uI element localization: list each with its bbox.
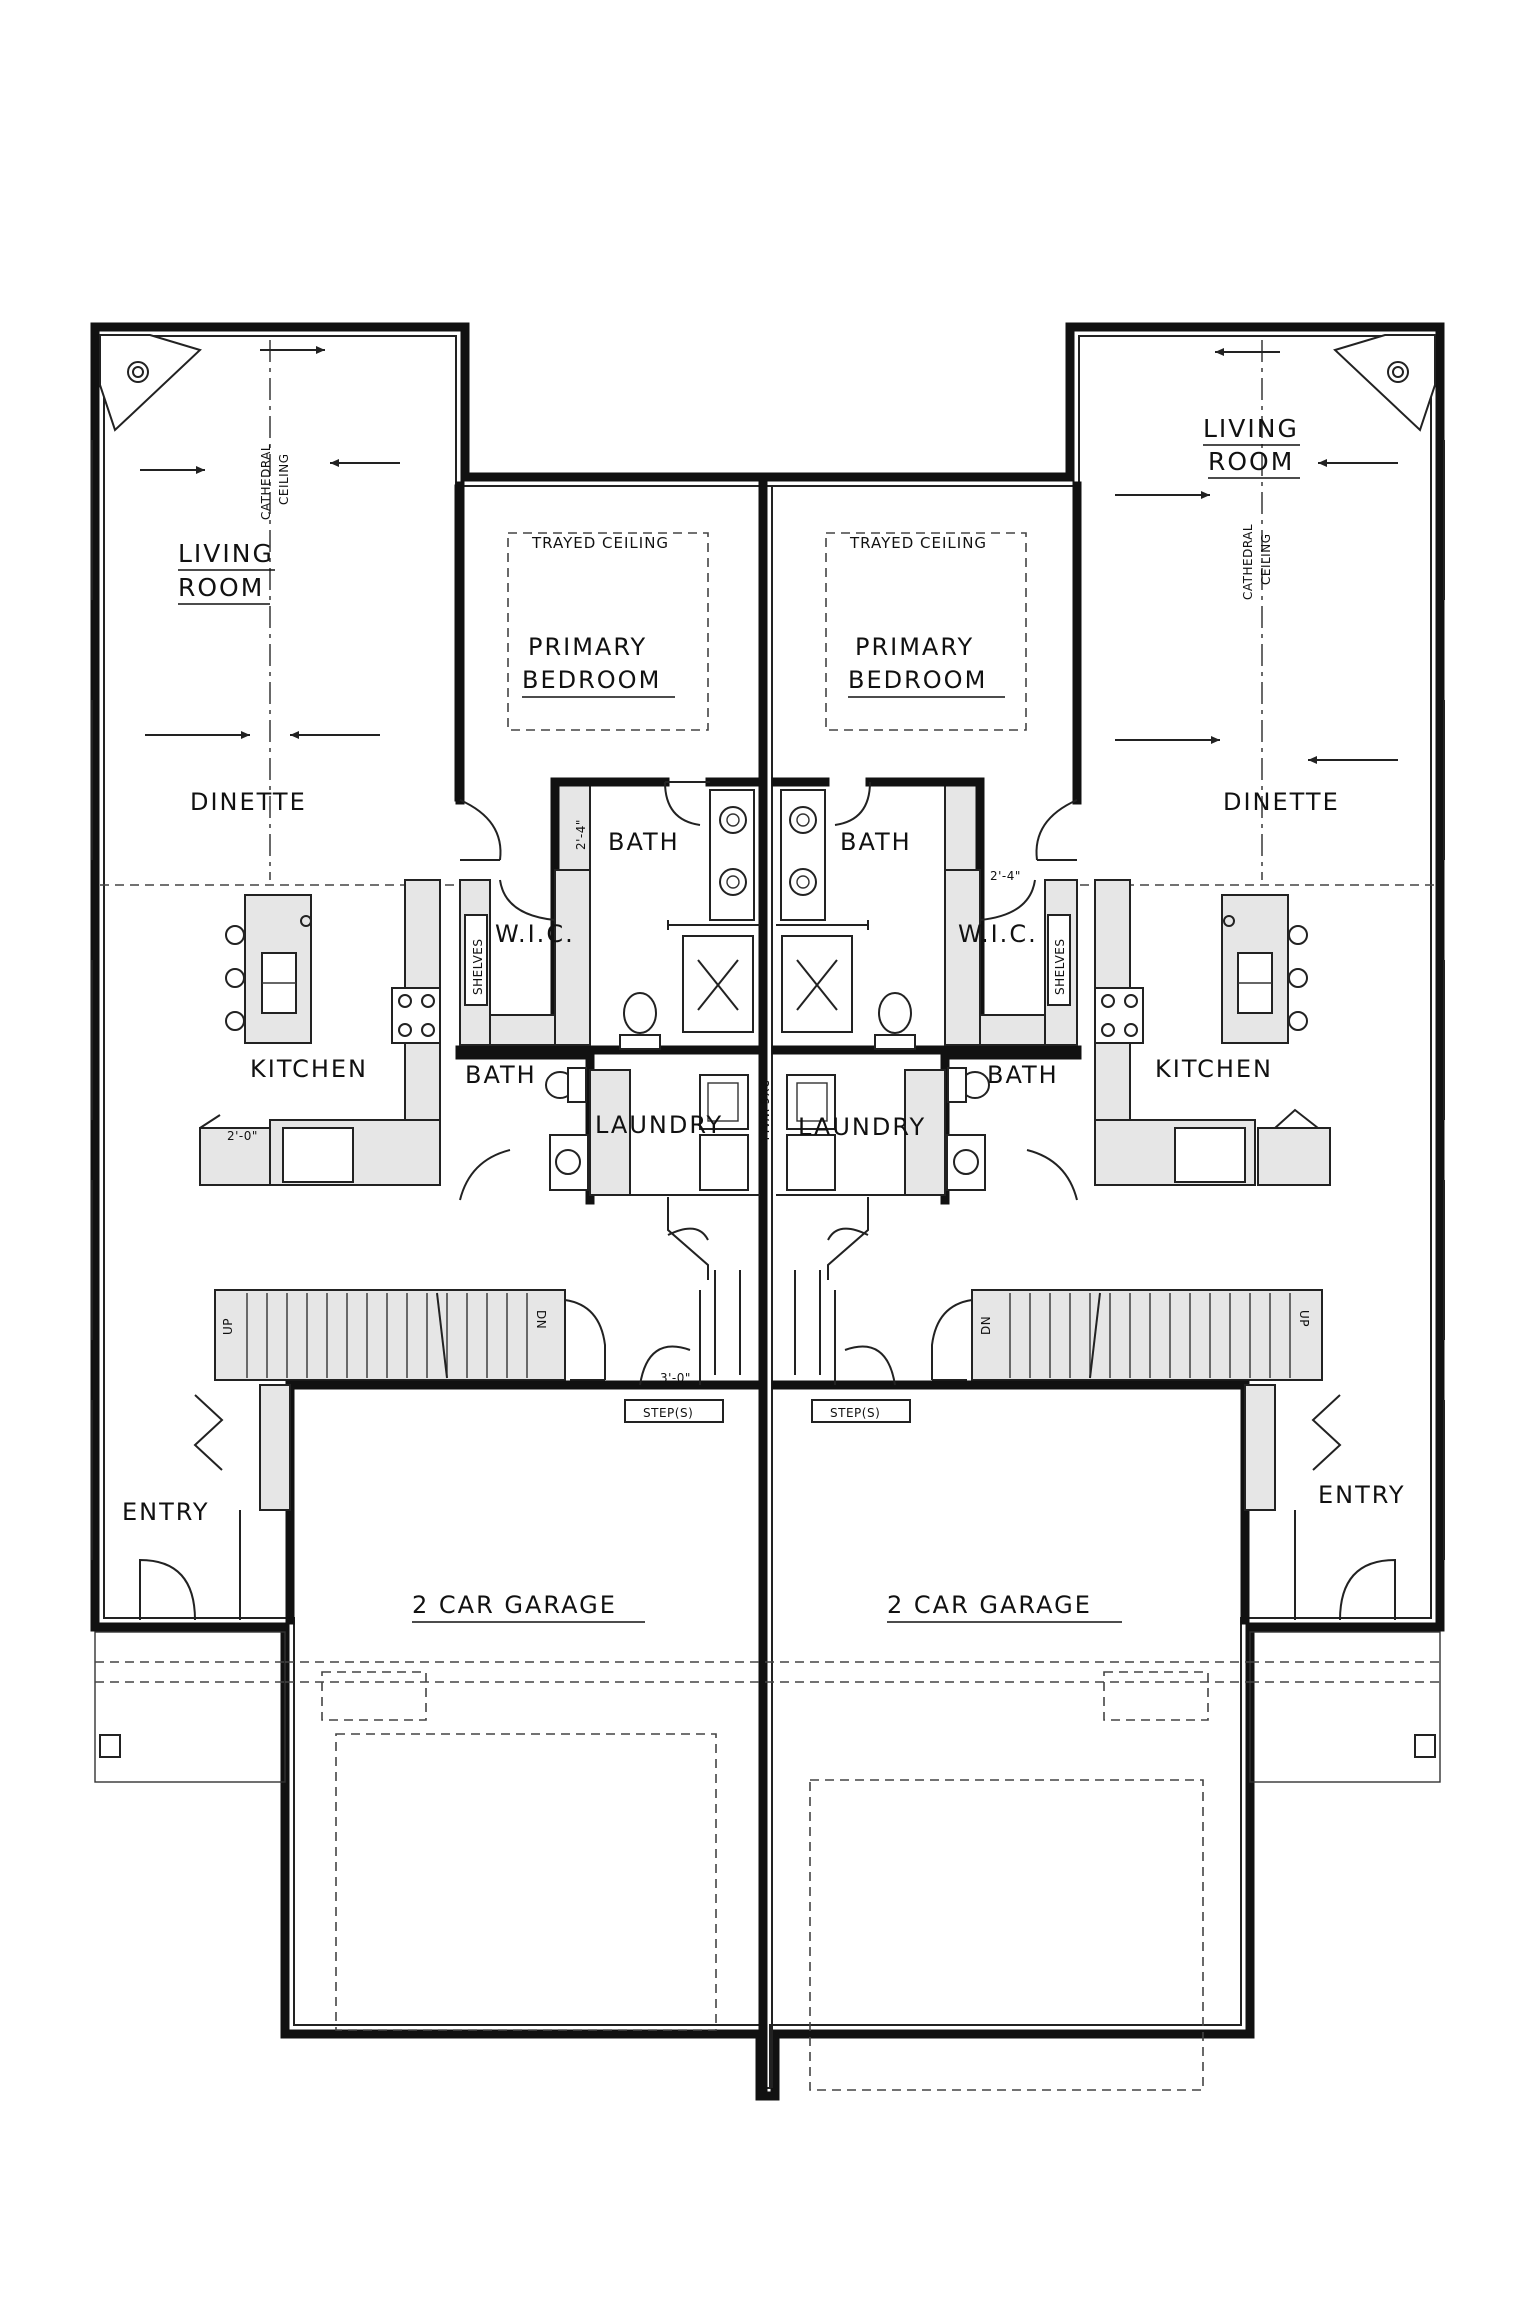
step-label-right: STEP(S) xyxy=(830,1406,880,1420)
shelves-label: SHELVES xyxy=(471,939,485,996)
laundry-label-right: LAUNDRY xyxy=(798,1113,926,1141)
living-room-label-line2-right: ROOM xyxy=(1208,447,1294,476)
stair-treads-left xyxy=(246,1293,528,1378)
primary-bedroom-label-line2: BEDROOM xyxy=(522,666,661,694)
party-wall-label: 2X6 WALL xyxy=(757,1080,771,1144)
bath-upper-label-right: BATH xyxy=(840,828,912,856)
cathedral-ceiling-label-2-right: CEILING xyxy=(1259,534,1273,586)
entry-label-right: ENTRY xyxy=(1318,1481,1406,1509)
living-room-label-line1: LIVING xyxy=(178,539,274,568)
right-unit xyxy=(771,334,1445,1625)
door-dimension: 3'-0" xyxy=(660,1371,691,1385)
wic-label: W.I.C. xyxy=(495,920,575,948)
bath-dimension-right: 2'-4" xyxy=(990,869,1021,883)
cathedral-ceiling-label-1-right: CATHEDRAL xyxy=(1241,524,1255,600)
primary-bedroom-label-line1: PRIMARY xyxy=(528,633,647,661)
primary-bedroom-label-line2-right: BEDROOM xyxy=(848,666,987,694)
bath-lower-label-right: BATH xyxy=(987,1061,1059,1089)
bath-dimension: 2'-4" xyxy=(574,819,588,850)
cathedral-ceiling-label-2: CEILING xyxy=(277,454,291,506)
kitchen-label-right: KITCHEN xyxy=(1155,1055,1273,1083)
stair-up-label: UP xyxy=(221,1318,235,1335)
dinette-label-right: DINETTE xyxy=(1223,788,1340,816)
stair-dn-label-right: DN xyxy=(979,1316,993,1335)
left-labels: LIVING ROOM CATHEDRAL CEILING TRAYED CEI… xyxy=(122,444,723,1623)
garage-label: 2 CAR GARAGE xyxy=(412,1591,617,1619)
right-labels: LIVING ROOM CATHEDRAL CEILING TRAYED CEI… xyxy=(798,414,1406,1623)
living-room-label-line2: ROOM xyxy=(178,573,264,602)
wic-label-right: W.I.C. xyxy=(958,920,1038,948)
laundry-label: LAUNDRY xyxy=(595,1111,723,1139)
dinette-label: DINETTE xyxy=(190,788,307,816)
living-room-label-line1-right: LIVING xyxy=(1203,414,1299,443)
stair-up-label-right: UP xyxy=(1297,1310,1311,1327)
party-wall xyxy=(758,472,773,2099)
primary-bedroom-label-line1-right: PRIMARY xyxy=(855,633,974,661)
garage-label-right: 2 CAR GARAGE xyxy=(887,1591,1092,1619)
stair-dn-label: DN xyxy=(534,1310,548,1329)
left-unit xyxy=(91,334,765,1625)
kitchen-label: KITCHEN xyxy=(250,1055,368,1083)
bath-upper-label: BATH xyxy=(608,828,680,856)
step-label: STEP(S) xyxy=(643,1406,693,1420)
stair-treads-right xyxy=(1009,1293,1291,1378)
trayed-ceiling-label-right: TRAYED CEILING xyxy=(849,534,987,552)
cathedral-ceiling-label-1: CATHEDRAL xyxy=(259,444,273,520)
garage-floor-marks xyxy=(321,1671,1209,2091)
exterior-walls xyxy=(90,322,1445,2101)
bath-lower-label: BATH xyxy=(465,1061,537,1089)
trayed-ceiling-label: TRAYED CEILING xyxy=(531,534,669,552)
shelves-label-right: SHELVES xyxy=(1053,939,1067,996)
pantry-dimension: 2'-0" xyxy=(227,1129,258,1143)
front-porches xyxy=(94,1631,1441,1783)
entry-label: ENTRY xyxy=(122,1498,210,1526)
